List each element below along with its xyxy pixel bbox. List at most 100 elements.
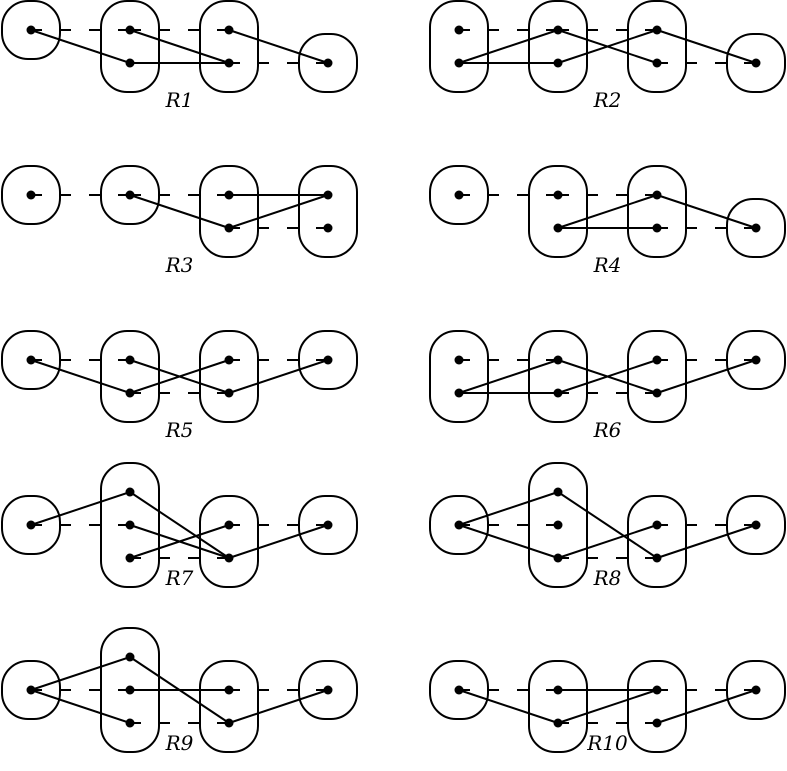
diagram-r8: R8 (429, 462, 786, 590)
vertex-dot (652, 388, 662, 398)
edge (228, 194, 329, 229)
vertex-dot (751, 58, 761, 68)
vertex-dot (553, 553, 563, 563)
edge (30, 491, 131, 526)
vertex-group-box (528, 462, 588, 588)
edge (228, 359, 329, 394)
vertex-group-box (298, 495, 358, 555)
diagram-label: R9 (165, 731, 194, 755)
vertex-group-box (199, 165, 259, 258)
vertex-group-box (100, 330, 160, 423)
vertex-dot (224, 718, 234, 728)
vertex-dot (224, 190, 234, 200)
vertex-dot (224, 553, 234, 563)
vertex-group-box (298, 330, 358, 390)
vertex-dot (323, 685, 333, 695)
edge (228, 689, 329, 724)
edge (458, 689, 559, 724)
vertex-group-box (627, 165, 687, 258)
diagram-label: R2 (593, 88, 622, 112)
diagram-label: R8 (593, 566, 622, 590)
edge (557, 689, 658, 724)
vertex-group-box (298, 33, 358, 93)
edge (129, 524, 230, 559)
vertex-dot (652, 718, 662, 728)
vertex-dot (652, 190, 662, 200)
vertex-dot (553, 718, 563, 728)
vertex-dot (553, 685, 563, 695)
vertex-group-box (100, 0, 160, 93)
vertex-dot (125, 355, 135, 365)
vertex-dot (125, 190, 135, 200)
diagram-label: R3 (165, 253, 194, 277)
vertex-dot (26, 685, 36, 695)
edge (129, 359, 230, 394)
vertex-dot (454, 58, 464, 68)
edge (228, 524, 329, 559)
vertex-group-box (627, 330, 687, 423)
vertex-dot (224, 25, 234, 35)
vertex-dot (26, 355, 36, 365)
diagram-r2: R2 (429, 0, 786, 112)
vertex-group-box (627, 495, 687, 588)
vertex-dot (553, 388, 563, 398)
vertex-dot (751, 520, 761, 530)
vertex-group-box (726, 495, 786, 555)
vertex-dot (751, 223, 761, 233)
vertex-dot (454, 520, 464, 530)
vertex-dot (26, 520, 36, 530)
vertex-group-box (726, 660, 786, 720)
vertex-dot (224, 388, 234, 398)
edge (656, 359, 757, 394)
vertex-group-box (100, 462, 160, 588)
edge (656, 689, 757, 724)
edge (30, 689, 131, 724)
diagram-r5: R5 (1, 330, 358, 442)
diagram-r1: R1 (1, 0, 358, 112)
vertex-dot (652, 223, 662, 233)
edge (656, 194, 757, 229)
edge (557, 29, 658, 64)
diagram-r10: R10 (429, 660, 786, 755)
vertex-dot (553, 223, 563, 233)
vertex-group-box (298, 165, 358, 258)
vertex-group-box (726, 330, 786, 390)
edge (557, 359, 658, 394)
diagram-label: R4 (593, 253, 622, 277)
vertex-dot (652, 553, 662, 563)
vertex-dot (553, 25, 563, 35)
vertex-dot (323, 520, 333, 530)
vertex-group-box (199, 330, 259, 423)
diagram-label: R6 (593, 418, 622, 442)
edge (656, 524, 757, 559)
diagram-label: R10 (586, 731, 628, 755)
vertex-dot (323, 355, 333, 365)
vertex-dot (224, 58, 234, 68)
vertex-dot (125, 652, 135, 662)
vertex-group-box (627, 0, 687, 93)
vertex-dot (224, 355, 234, 365)
diagram-r4: R4 (429, 165, 786, 277)
diagram-r6: R6 (429, 330, 786, 442)
vertex-group-box (528, 660, 588, 753)
vertex-group-box (528, 330, 588, 423)
vertex-dot (553, 520, 563, 530)
diagram-label: R5 (165, 418, 194, 442)
vertex-dot (454, 388, 464, 398)
diagram-r3: R3 (1, 165, 358, 277)
vertex-dot (652, 355, 662, 365)
edge (458, 524, 559, 559)
vertex-dot (26, 190, 36, 200)
edge (30, 656, 131, 691)
diagram-label: R1 (165, 88, 194, 112)
edge (557, 491, 658, 559)
vertex-dot (125, 58, 135, 68)
vertex-group-box (298, 660, 358, 720)
vertex-dot (652, 520, 662, 530)
vertex-dot (26, 25, 36, 35)
vertex-dot (652, 685, 662, 695)
edge (30, 359, 131, 394)
vertex-dot (125, 520, 135, 530)
edge (458, 29, 559, 64)
